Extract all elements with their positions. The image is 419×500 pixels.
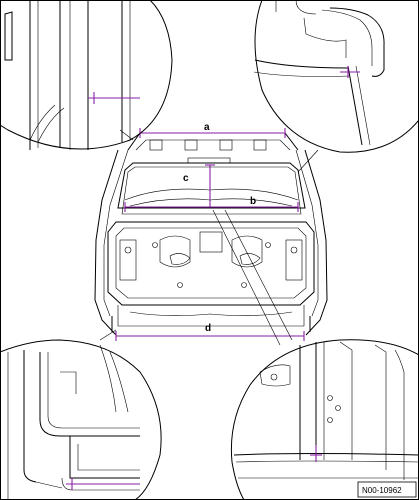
parcel-shelf-inner	[129, 198, 293, 207]
lamp-mount-hole	[124, 246, 132, 254]
roof-edge-inner	[253, 71, 351, 77]
rear-panel-inner	[115, 227, 307, 299]
roof-slot	[184, 139, 198, 151]
roof-outline	[127, 132, 299, 151]
roof-slot	[219, 139, 233, 151]
lower-flange	[69, 436, 140, 479]
dimension-label-c: c	[183, 173, 189, 184]
roof-edge	[254, 59, 349, 69]
right-recess-detail	[239, 253, 261, 265]
panel-edge	[394, 349, 405, 480]
right-pillar-inner	[295, 149, 319, 317]
mount-hole	[177, 282, 183, 288]
detail-outline	[230, 339, 419, 500]
leader-to-detail-bottom-right	[212, 209, 281, 346]
panel-edge	[374, 344, 387, 470]
pillar-line-inner	[355, 65, 371, 146]
dimension-a: a	[139, 122, 286, 138]
roof-inner	[135, 139, 291, 151]
pillar-line	[347, 65, 363, 146]
roof-flange-curve	[329, 7, 385, 77]
dimension-d: d	[115, 323, 305, 341]
rear-floor-edge	[117, 305, 305, 327]
gutter-detail	[303, 17, 347, 58]
roof-flange-inner	[321, 9, 373, 66]
reference-number: N00-10962	[362, 486, 402, 495]
lock-recess	[199, 231, 223, 253]
reference-box	[357, 481, 417, 498]
detail-view-bottom-left	[0, 339, 162, 500]
panel-edge	[339, 341, 353, 460]
lamp-mount-hole	[290, 246, 298, 254]
side-bracket	[4, 11, 13, 61]
dimension-label-d: d	[205, 323, 211, 334]
roof-slot	[253, 139, 267, 151]
floor-edge	[233, 453, 419, 456]
panel-edge	[295, 0, 317, 15]
left-body-side	[94, 149, 119, 336]
leader-to-detail-bottom-right	[224, 209, 293, 341]
seal-curve	[29, 104, 56, 141]
parcel-shelf	[124, 188, 299, 201]
rear-panel-flange-inner	[47, 352, 140, 429]
dimension-c: c	[183, 164, 215, 207]
stiffener	[60, 371, 77, 394]
dimension-b-left	[124, 202, 210, 212]
mount-hole	[241, 282, 247, 288]
roof-slot	[149, 139, 163, 151]
rear-panel-flange	[39, 352, 140, 437]
panel-curve	[99, 344, 117, 413]
left-lamp-aperture	[119, 239, 137, 281]
mount-hole	[265, 242, 271, 248]
panel-curve	[109, 351, 129, 413]
left-panel-recess	[159, 235, 191, 268]
leader-to-detail-bottom-left	[99, 329, 117, 341]
mount-hole	[327, 395, 333, 401]
bolt-hole	[270, 373, 278, 381]
rear-window-inner	[121, 166, 302, 215]
mount-hole	[335, 405, 341, 411]
dimension-b: b	[210, 196, 299, 212]
mount-hole	[327, 417, 333, 423]
detail-view-top-left	[0, 0, 173, 150]
sill-edge	[23, 350, 37, 483]
left-pillar-inner	[103, 149, 129, 317]
right-body-side	[304, 149, 328, 336]
detail-view-bottom-right	[230, 339, 419, 500]
lower-flange-inner	[77, 444, 140, 471]
right-panel-recess	[231, 235, 263, 268]
rear-window-opening	[117, 162, 306, 209]
dimension-label-b: b	[250, 196, 256, 207]
floor-edge-inner	[235, 460, 419, 463]
bracket	[259, 364, 291, 387]
leader-to-detail-top-right	[297, 149, 319, 173]
mount-hole	[152, 242, 158, 248]
seal-curve-inner	[37, 107, 65, 143]
detail-outline	[254, 0, 419, 153]
tailgate-opening	[107, 221, 315, 306]
dimension-label-a: a	[204, 122, 210, 133]
right-lamp-aperture	[285, 239, 303, 281]
detail-outline	[0, 0, 173, 150]
vehicle-rear-view	[94, 132, 328, 336]
corner-joint	[35, 481, 63, 489]
brake-light-housing	[187, 157, 231, 164]
detail-view-top-right	[253, 0, 419, 153]
floor-contour	[129, 311, 293, 316]
left-recess-detail	[169, 253, 191, 265]
detail-outline	[0, 339, 162, 500]
